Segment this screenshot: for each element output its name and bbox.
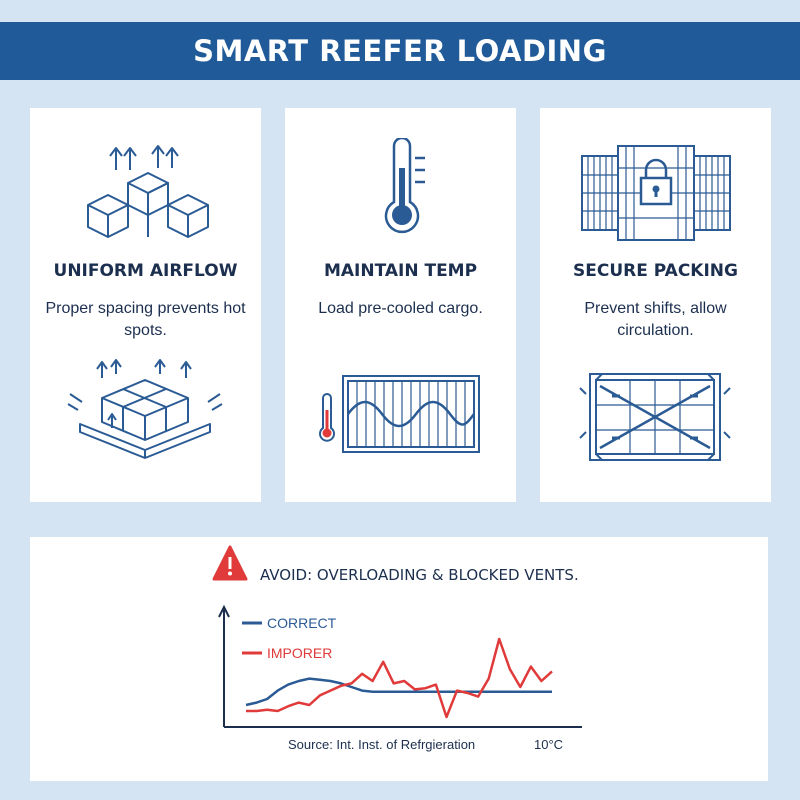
card-secure-packing: SECURE PACKING Prevent shifts, allow cir…	[540, 108, 771, 502]
legend-correct: CORRECT	[267, 615, 337, 631]
warning-text: AVOID: OVERLOADING & BLOCKED VENTS.	[260, 566, 579, 584]
chart-svg: AVOID: OVERLOADING & BLOCKED VENTS. CORR…	[212, 545, 582, 752]
card-heading: UNIFORM AIRFLOW	[53, 261, 238, 281]
card-heading: MAINTAIN TEMP	[323, 261, 478, 281]
card-text: Proper spacing prevents hot spots.	[45, 300, 246, 339]
card-text: Load pre-cooled cargo.	[318, 300, 483, 317]
braced-container-icon	[579, 373, 731, 461]
title-banner: SMART REEFER LOADING	[0, 22, 800, 80]
locked-container-icon	[581, 145, 731, 241]
warning-chart-panel: AVOID: OVERLOADING & BLOCKED VENTS. CORR…	[30, 537, 768, 781]
card-maintain-temp: MAINTAIN TEMP Load pre-cooled cargo.	[285, 108, 516, 502]
stacked-boxes-icon	[87, 145, 209, 238]
card-text: Prevent shifts, allow circulation.	[584, 300, 727, 339]
series-line-correct	[245, 677, 552, 707]
chart-axes	[218, 604, 582, 728]
source-note: Source: Int. Inst. of Refrgieration	[288, 737, 475, 752]
pallet-airflow-icon	[67, 359, 223, 459]
thermometer-icon	[384, 138, 425, 234]
x-axis-end-label: 10°C	[534, 737, 563, 752]
series-line-improper	[246, 637, 553, 719]
legend-improper: IMPORER	[267, 645, 332, 661]
container-temperature-icon	[319, 375, 480, 453]
card-uniform-airflow: UNIFORM AIRFLOW Proper spacing prevents …	[30, 108, 261, 502]
warning-icon	[212, 545, 248, 581]
page-title: SMART REEFER LOADING	[193, 34, 607, 68]
card-heading: SECURE PACKING	[573, 261, 738, 281]
